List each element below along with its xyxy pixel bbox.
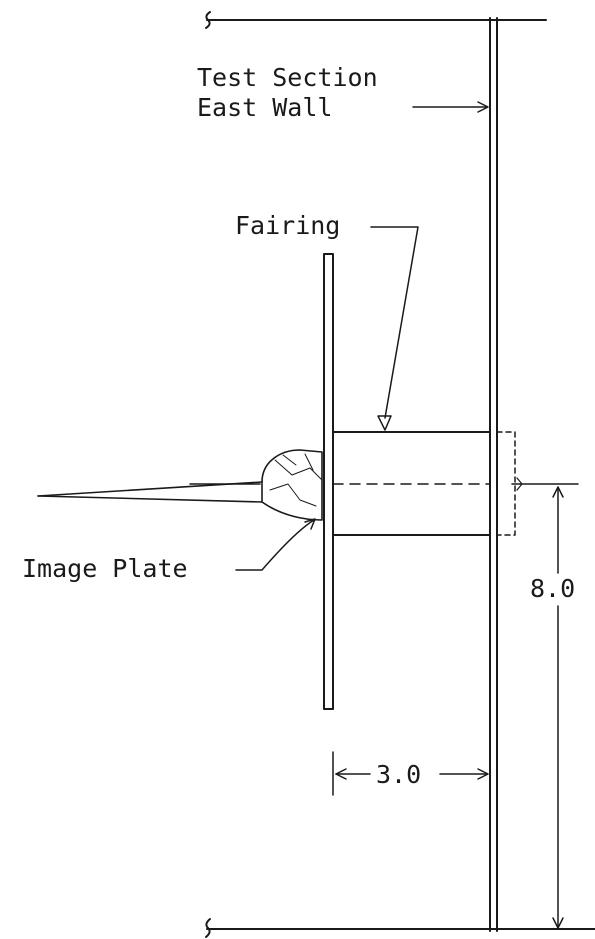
dimension-vertical: 8.0 <box>530 486 575 929</box>
model-sting <box>37 481 263 503</box>
wall-label: Test Section East Wall <box>197 63 489 122</box>
centerline <box>189 477 579 491</box>
fairing-label-text: Fairing <box>235 211 340 240</box>
fairing-label: Fairing <box>235 211 419 431</box>
bottom-break-line <box>205 918 595 938</box>
dimension-horizontal: 3.0 <box>332 751 489 796</box>
model-nose <box>261 449 323 521</box>
wall-label-line2: East Wall <box>197 93 332 122</box>
top-break-line <box>205 11 547 29</box>
dimension-horizontal-value: 3.0 <box>376 760 421 789</box>
image-plate <box>323 253 334 710</box>
wall-label-line1: Test Section <box>197 63 378 92</box>
image-plate-label-text: Image Plate <box>22 554 188 583</box>
fairing <box>332 431 516 536</box>
image-plate-label: Image Plate <box>22 518 316 583</box>
dimension-vertical-value: 8.0 <box>530 574 575 603</box>
east-wall <box>489 17 498 932</box>
